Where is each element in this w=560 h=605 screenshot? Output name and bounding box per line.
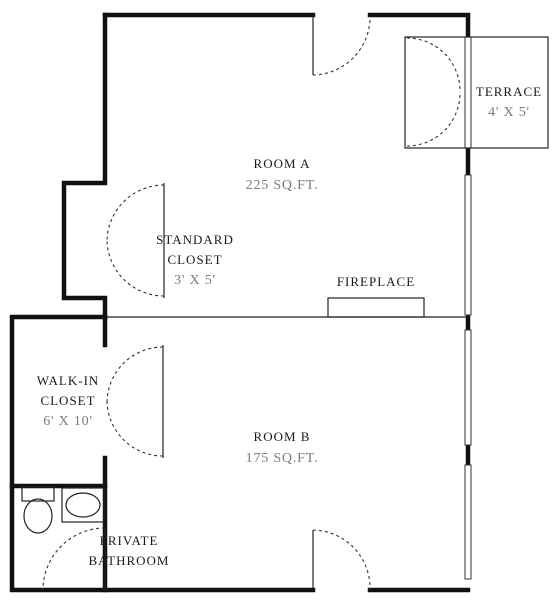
windows xyxy=(464,36,472,580)
private-bathroom-name-1: PRIVATE xyxy=(100,533,159,548)
standard-closet-size: 3' X 5' xyxy=(174,273,216,288)
interior-walls xyxy=(9,314,468,593)
walk-in-closet-size: 6' X 10' xyxy=(43,414,93,429)
standard-closet-swing-bottom xyxy=(106,239,165,297)
terrace-door-swing-top xyxy=(406,37,461,93)
window-room-b-upper xyxy=(464,329,472,446)
doors xyxy=(42,14,461,591)
walk-in-wall-bottom xyxy=(9,455,108,489)
terrace-door-swing-bottom xyxy=(406,91,461,147)
left-wall-upper xyxy=(61,12,108,320)
window-terrace xyxy=(464,36,472,149)
terrace-outline xyxy=(404,36,549,149)
standard-closet-name-2: CLOSET xyxy=(167,252,222,267)
exterior-walls xyxy=(9,12,471,593)
window-room-a xyxy=(464,174,472,316)
terrace-size: 4' X 5' xyxy=(488,105,530,120)
walk-in-swing-bottom xyxy=(106,401,164,457)
private-bathroom-name-2: BATHROOM xyxy=(89,553,170,568)
terrace-name: TERRACE xyxy=(476,84,542,99)
fireplace-box xyxy=(327,297,425,318)
toilet-bowl-icon xyxy=(23,498,53,534)
door-room-a-swing xyxy=(312,14,371,76)
bathroom-door-swing xyxy=(42,527,106,591)
walk-in-closet-name-2: CLOSET xyxy=(40,393,95,408)
walk-in-swing-top xyxy=(106,346,164,403)
walk-in-closet-name-1: WALK-IN xyxy=(37,373,100,388)
room-b-size: 175 SQ.FT. xyxy=(246,451,319,466)
room-a-name: ROOM A xyxy=(254,156,311,171)
bathroom-fixtures xyxy=(21,486,105,534)
labels: ROOM A 225 SQ.FT. TERRACE 4' X 5' STANDA… xyxy=(37,84,542,568)
sink-basin-icon xyxy=(65,492,101,518)
top-wall-right xyxy=(367,12,471,40)
room-b-name: ROOM B xyxy=(254,429,311,444)
standard-closet-name-1: STANDARD xyxy=(156,232,234,247)
standard-closet-swing-top xyxy=(106,184,165,241)
fireplace-label: FIREPLACE xyxy=(337,274,415,289)
room-a-size: 225 SQ.FT. xyxy=(246,178,319,193)
toilet-tank xyxy=(21,486,55,502)
door-room-b-swing xyxy=(312,529,371,591)
window-room-b-lower xyxy=(464,464,472,580)
sink-counter xyxy=(61,487,105,523)
left-wall-lower xyxy=(9,314,316,593)
